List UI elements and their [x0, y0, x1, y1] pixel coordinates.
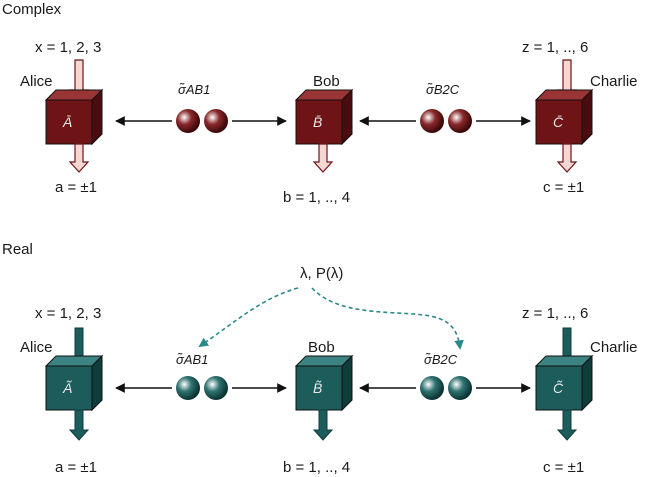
- real-particle-ab-left: [176, 376, 200, 400]
- real-charlie-box-label: C̃: [553, 380, 564, 396]
- real-hidden-arrow-right: [311, 287, 464, 350]
- real-bob-node: Bob B̃ b = 1, .., 4: [283, 339, 354, 476]
- real-bob-name: Bob: [308, 339, 335, 356]
- complex-state-bc-label: σ̃B2C: [426, 82, 460, 97]
- complex-charlie-output-arrow: [556, 143, 578, 173]
- real-hidden-arrow-left: [198, 287, 299, 348]
- complex-alice-name: Alice: [20, 73, 53, 90]
- real-bob-box-side: [341, 354, 353, 412]
- real-bob-box-label: B̃: [313, 380, 322, 396]
- complex-bob-node: Bob B̄ b = 1, .., 4: [283, 73, 354, 206]
- real-state-bc: σ̃B2C: [359, 352, 531, 400]
- complex-alice-box-label: Ā: [62, 114, 72, 130]
- complex-bob-name: Bob: [313, 73, 340, 90]
- complex-bob-box-label: B̄: [313, 114, 322, 130]
- real-bob-output: b = 1, .., 4: [283, 459, 350, 476]
- complex-alice-input: x = 1, 2, 3: [35, 39, 101, 56]
- real-charlie-box-front: [535, 365, 583, 411]
- complex-alice-output: a = ±1: [55, 179, 97, 196]
- complex-charlie-name: Charlie: [590, 73, 638, 90]
- real-alice-input: x = 1, 2, 3: [35, 305, 101, 322]
- real-charlie-box-side: [581, 354, 593, 412]
- complex-particle-ab-left: [176, 109, 200, 133]
- complex-title: Complex: [2, 1, 62, 18]
- real-alice-name: Alice: [20, 339, 53, 356]
- real-state-ab: σ̃AB1: [115, 352, 287, 400]
- real-title: Real: [2, 241, 33, 258]
- real-hidden-variable: λ, P(λ): [300, 265, 343, 282]
- real-charlie-input: z = 1, .., 6: [522, 305, 588, 322]
- complex-alice-output-arrow: [68, 143, 90, 173]
- real-charlie-node: z = 1, .., 6 Charlie C̃ c = ±1: [522, 305, 638, 476]
- real-alice-box-label: Ã: [62, 380, 72, 396]
- complex-particle-bc-right: [448, 109, 472, 133]
- complex-state-ab-label: σ̃AB1: [178, 82, 210, 97]
- complex-charlie-box-front: [535, 99, 583, 145]
- real-alice-output-arrow: [68, 409, 90, 441]
- real-particle-bc-left: [420, 376, 444, 400]
- complex-particle-bc-left: [420, 109, 444, 133]
- real-alice-output: a = ±1: [55, 459, 97, 476]
- real-charlie-output-arrow: [556, 409, 578, 441]
- real-alice-box-side: [91, 354, 103, 412]
- complex-bob-box-side: [341, 88, 353, 146]
- real-alice-box-front: [45, 365, 93, 411]
- real-alice-node: x = 1, 2, 3 Alice Ã a = ±1: [20, 305, 104, 476]
- complex-state-ab: σ̃AB1: [115, 82, 287, 133]
- complex-state-bc: σ̃B2C: [359, 82, 531, 133]
- real-particle-ab-right: [204, 376, 228, 400]
- real-charlie-output: c = ±1: [543, 459, 584, 476]
- complex-charlie-input: z = 1, .., 6: [522, 39, 588, 56]
- complex-bob-output: b = 1, .., 4: [283, 189, 350, 206]
- real-particle-bc-right: [448, 376, 472, 400]
- complex-charlie-output: c = ±1: [543, 179, 584, 196]
- complex-particle-ab-right: [204, 109, 228, 133]
- complex-alice-box-side: [91, 88, 103, 146]
- real-state-bc-label: σ̃B2C: [424, 352, 458, 367]
- complex-alice-node: x = 1, 2, 3 Alice Ā a = ±1: [20, 39, 104, 196]
- complex-bob-output-arrow: [312, 143, 334, 173]
- real-charlie-name: Charlie: [590, 339, 638, 356]
- real-bob-output-arrow: [312, 409, 334, 441]
- complex-charlie-box-side: [581, 88, 593, 146]
- complex-alice-box-front: [45, 99, 93, 145]
- complex-bob-box-front: [295, 99, 343, 145]
- real-state-ab-label: σ̃AB1: [176, 352, 208, 367]
- complex-charlie-box-label: C̄: [553, 114, 564, 130]
- complex-charlie-node: z = 1, .., 6 Charlie C̄ c = ±1: [522, 39, 638, 196]
